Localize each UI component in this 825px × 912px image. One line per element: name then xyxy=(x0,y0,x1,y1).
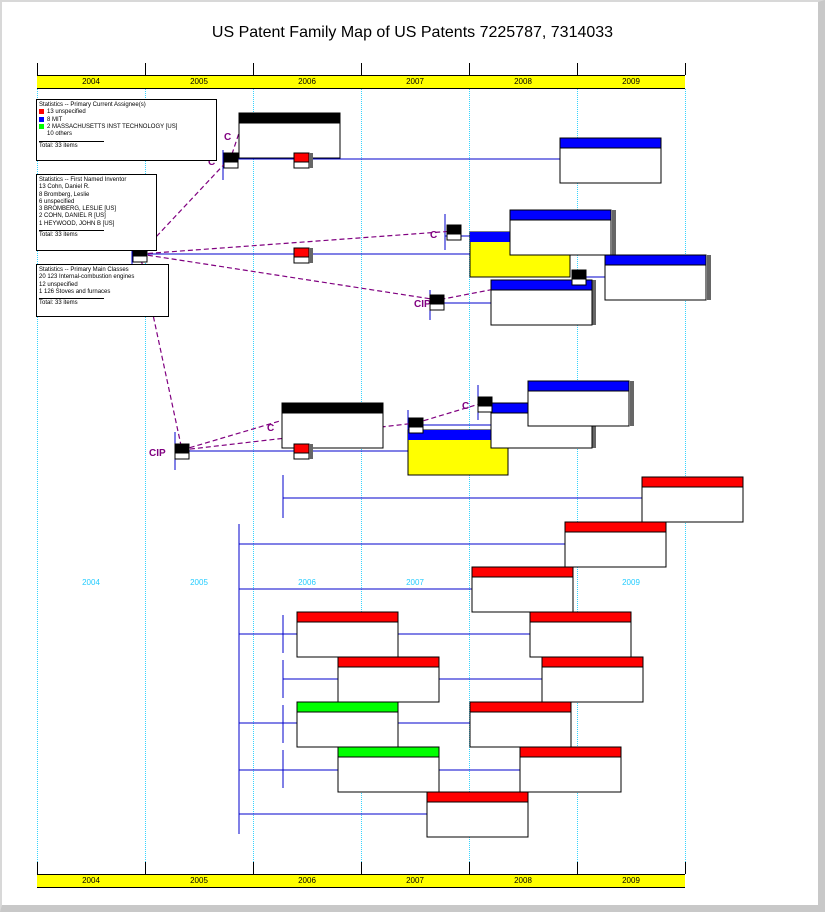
red-node xyxy=(294,153,309,162)
family-node xyxy=(447,225,461,234)
stats-total: Total: 33 items xyxy=(39,143,214,150)
stats-row-text: 1 126 Stoves and furnaces xyxy=(39,289,166,296)
stats-row-text: 8 MIT xyxy=(47,117,62,123)
stats-row-text: 20 123 Internal-combustion engines xyxy=(39,274,166,281)
color-swatch xyxy=(39,131,44,136)
stats-divider xyxy=(39,141,104,142)
family-node-footer xyxy=(430,304,444,310)
color-swatch xyxy=(39,117,44,122)
stats-row-text: 8 Bromberg, Leslie xyxy=(39,192,154,199)
patent-box-header xyxy=(605,255,706,265)
inventor-stats-box: Statistics -- First Named Inventor 13 Co… xyxy=(36,174,157,251)
patent-box-header xyxy=(297,702,398,712)
patent-box-header xyxy=(297,612,398,622)
patent-box-header xyxy=(470,702,571,712)
patent-box-header xyxy=(542,657,643,667)
stats-heading: Statistics -- First Named Inventor xyxy=(39,177,154,184)
stats-row: 8 MIT xyxy=(39,117,214,124)
patent-box-header xyxy=(530,612,631,622)
continuation-line xyxy=(416,402,486,423)
family-node xyxy=(478,397,492,406)
stats-divider xyxy=(39,298,104,299)
box-shadow xyxy=(592,280,596,325)
relation-label: CIP xyxy=(414,299,431,310)
patent-box-header xyxy=(510,210,611,220)
red-node xyxy=(294,444,309,453)
box-shadow xyxy=(630,381,634,426)
box-shadow xyxy=(612,210,616,255)
red-node xyxy=(294,248,309,257)
patent-box-header xyxy=(338,747,439,757)
continuation-line xyxy=(140,254,500,300)
node-shadow xyxy=(309,248,313,263)
stats-divider xyxy=(39,230,104,231)
family-node-footer xyxy=(224,162,238,168)
assignee-stats-box: Statistics -- Primary Current Assignee(s… xyxy=(36,99,217,161)
red-node-footer xyxy=(294,162,309,168)
box-shadow xyxy=(707,255,711,300)
red-node-footer xyxy=(294,453,309,459)
stats-heading: Statistics -- Primary Main Classes xyxy=(39,267,166,274)
family-node-footer xyxy=(409,427,423,433)
family-node-footer xyxy=(572,279,586,285)
family-node xyxy=(572,270,586,279)
family-node xyxy=(409,418,423,427)
family-node xyxy=(175,444,189,453)
stats-row: 2 MASSACHUSETTS INST TECHNOLOGY [US] xyxy=(39,124,214,131)
stats-total: Total: 33 items xyxy=(39,232,154,239)
node-shadow xyxy=(309,444,313,459)
patent-box-header xyxy=(427,792,528,802)
stats-row-text: 1 HEYWOOD, JOHN B [US] xyxy=(39,221,154,228)
stats-row: 10 others xyxy=(39,131,214,138)
family-node-footer xyxy=(447,234,461,240)
family-node xyxy=(430,295,444,304)
family-node-footer xyxy=(133,256,147,262)
stats-row-text: 2 MASSACHUSETTS INST TECHNOLOGY [US] xyxy=(47,124,177,130)
node-shadow xyxy=(309,153,313,168)
red-node-footer xyxy=(294,257,309,263)
patent-box-header xyxy=(239,113,340,123)
family-node-footer xyxy=(175,453,189,459)
stats-row-text: 12 unspecified xyxy=(39,282,166,289)
patent-box-header xyxy=(565,522,666,532)
patent-box-header xyxy=(520,747,621,757)
patent-box-header xyxy=(528,381,629,391)
stats-row-text: 13 unspecified xyxy=(47,109,86,115)
classes-stats-box: Statistics -- Primary Main Classes 20 12… xyxy=(36,264,169,317)
patent-box-header xyxy=(642,477,743,487)
relation-label: CIP xyxy=(149,448,166,459)
family-node xyxy=(224,153,238,162)
continuation-links xyxy=(140,130,500,450)
relation-label: C xyxy=(224,132,231,143)
color-swatch xyxy=(39,109,44,114)
stats-row-text: 3 BROMBERG, LESLIE [US] xyxy=(39,206,154,213)
stats-row-text: 13 Cohn, Daniel R. xyxy=(39,184,154,191)
patent-box-header xyxy=(472,567,573,577)
stats-row-text: 2 COHN, DANIEL R [US] xyxy=(39,213,154,220)
color-swatch xyxy=(39,124,44,129)
patent-box-header xyxy=(560,138,661,148)
relation-label: C xyxy=(462,401,469,412)
stats-heading: Statistics -- Primary Current Assignee(s… xyxy=(39,102,214,109)
family-node-footer xyxy=(478,406,492,412)
stats-row: 13 unspecified xyxy=(39,109,214,116)
patent-box-header xyxy=(338,657,439,667)
stats-total: Total: 33 items xyxy=(39,300,166,307)
stats-row-text: 10 others xyxy=(47,132,72,138)
patent-box-header xyxy=(282,403,383,413)
stats-row-text: 6 unspecified xyxy=(39,199,154,206)
relation-label: C xyxy=(430,230,437,241)
relation-label: C xyxy=(267,423,274,434)
